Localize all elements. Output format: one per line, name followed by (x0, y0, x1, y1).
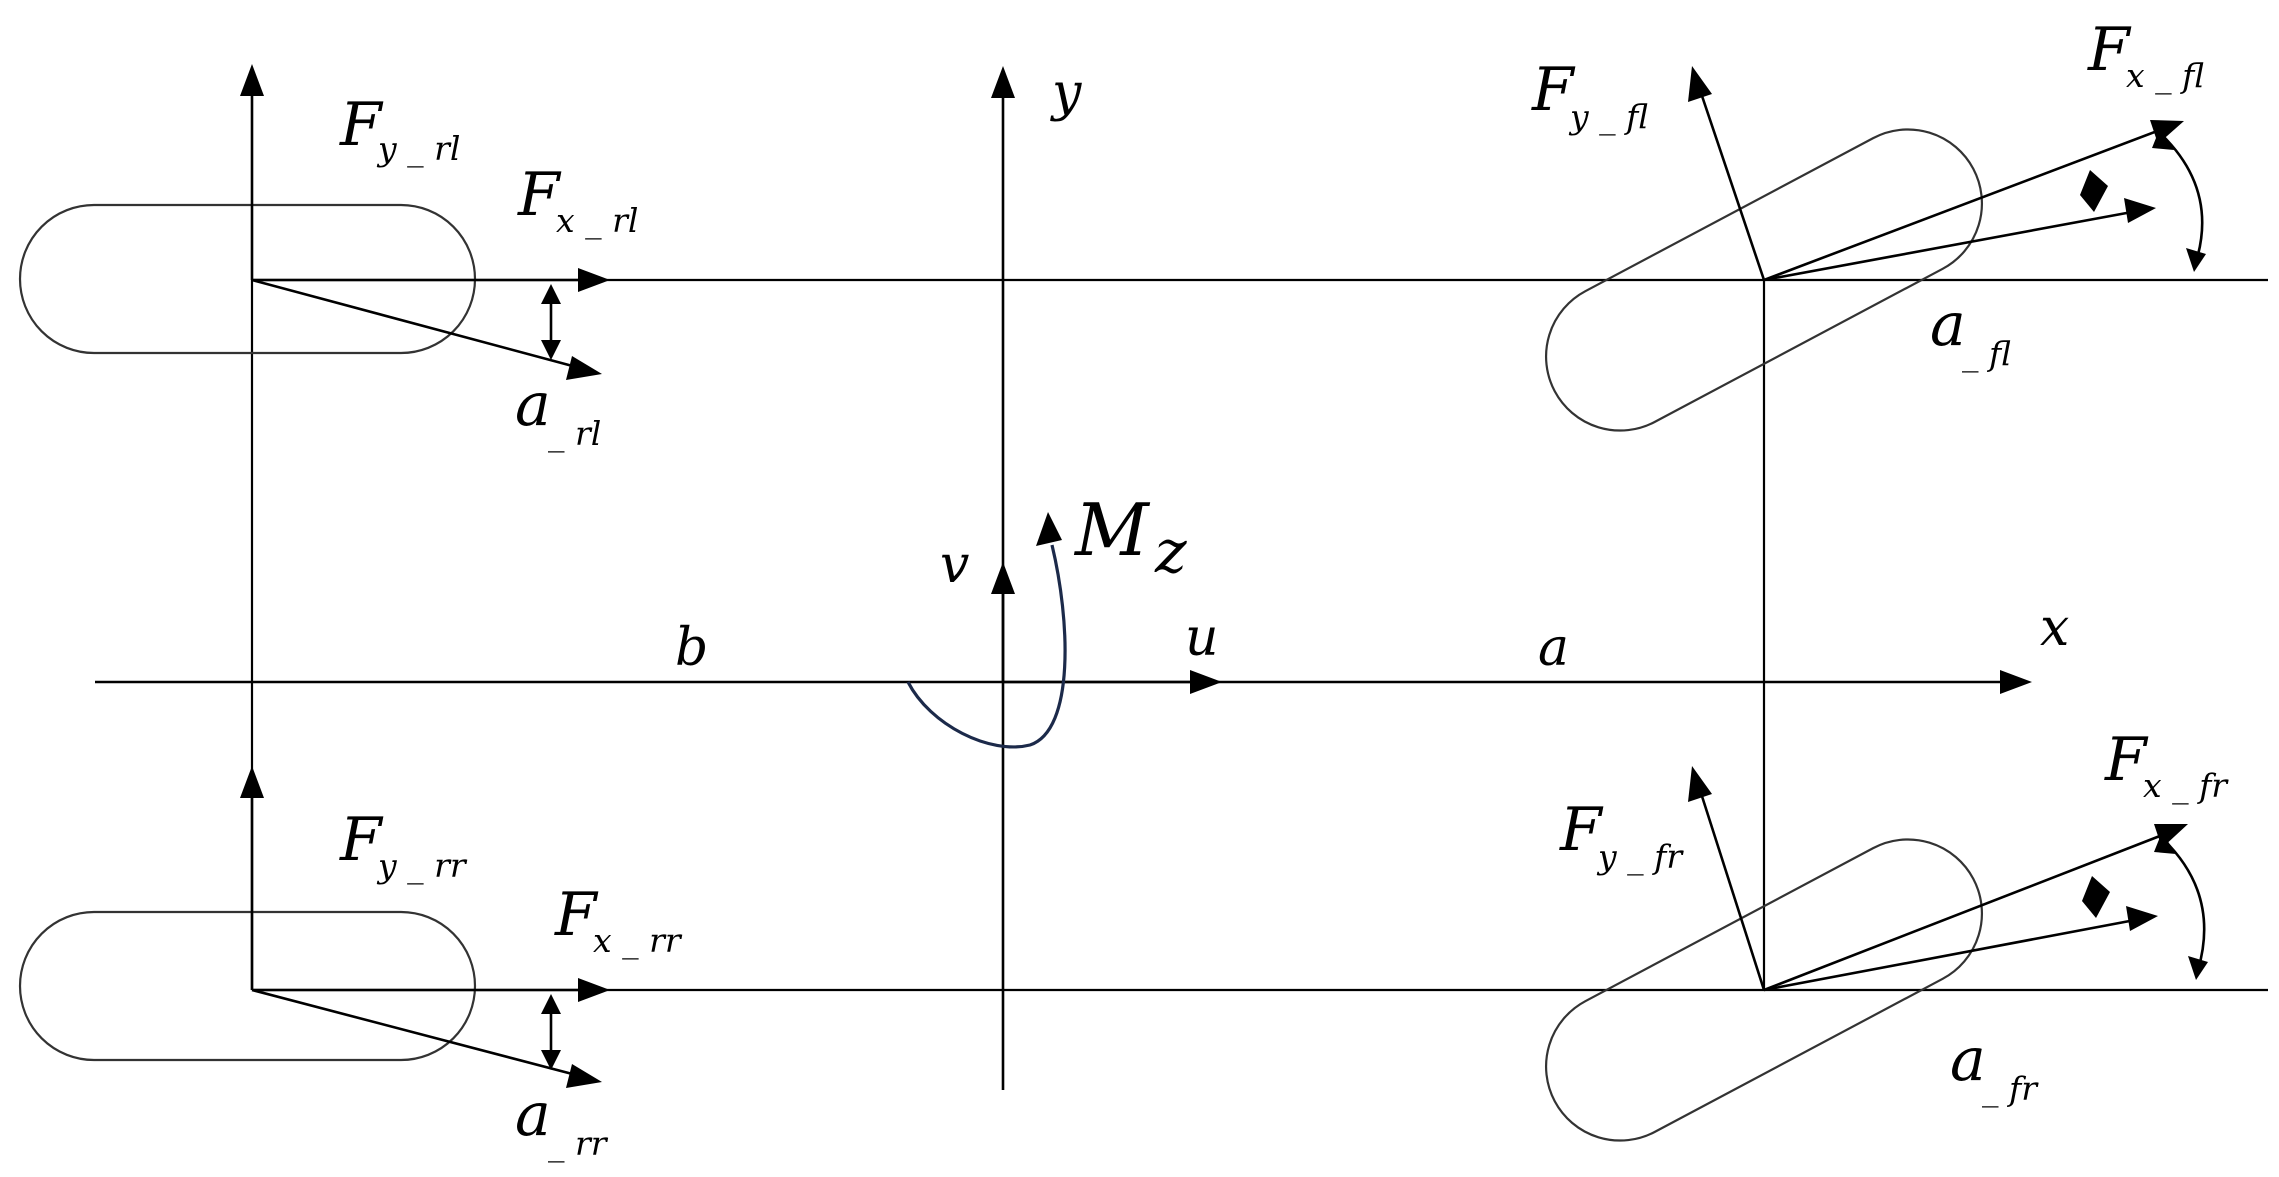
front-distance-label: a (1538, 618, 1569, 678)
front-left-wheel (1544, 66, 2206, 432)
fl-longitudinal-force-label: F x _ fl (2087, 15, 2204, 96)
yaw-moment-label: M z (1073, 488, 1187, 587)
rl-longitudinal-force-arrowhead (578, 268, 610, 292)
fr-lateral-force-arrowhead (1688, 766, 1712, 802)
fl-lateral-force-arrowhead (1688, 66, 1712, 102)
svg-text:_ rr: _ rr (548, 1124, 609, 1164)
rr-longitudinal-force-arrowhead (578, 978, 610, 1002)
svg-text:_ fr: _ fr (1982, 1069, 2039, 1109)
svg-text:y _ fr: y _ fr (1596, 837, 1684, 877)
svg-text:y _ fl: y _ fl (1568, 97, 1648, 137)
svg-text:F: F (339, 805, 384, 875)
svg-text:F: F (554, 880, 599, 950)
rear-right-wheel (18, 766, 610, 1088)
fl-slip-angle-label: a _ fl (1930, 290, 2011, 374)
svg-text:y _ rl: y _ rl (376, 129, 460, 169)
rl-slip-angle-label: a _ rl (515, 370, 601, 454)
fr-longitudinal-force-label: F x _ fr (2104, 725, 2229, 806)
fl-slip-direction-arrowhead (2124, 198, 2156, 223)
rr-lateral-force-arrowhead (240, 766, 264, 798)
svg-text:y _ rr: y _ rr (376, 846, 468, 886)
rr-lateral-force-label: F y _ rr (339, 805, 468, 886)
front-right-wheel (1544, 766, 2208, 1142)
rl-lateral-force-arrowhead (240, 64, 264, 96)
u-velocity-label: u (1185, 608, 1219, 668)
rear-right-tire (18, 910, 477, 1062)
rl-lateral-force-label: F y _ rl (339, 90, 460, 169)
rr-slip-angle-label: a _ rr (515, 1080, 609, 1164)
moment-symbol: M (1073, 488, 1151, 572)
svg-text:F: F (1559, 795, 1604, 865)
v-velocity-label: v (940, 535, 969, 595)
svg-text:x _ rl: x _ rl (556, 201, 638, 241)
rr-longitudinal-force-label: F x _ rr (554, 880, 683, 961)
fr-lateral-force-label: F y _ fr (1559, 795, 1684, 877)
svg-text:a: a (1930, 290, 1966, 360)
moment-subscript: z (1154, 517, 1187, 587)
y-axis-label: y (1050, 63, 1082, 123)
svg-text:_ fl: _ fl (1962, 334, 2011, 374)
x-axis-label: x (2040, 598, 2069, 658)
rear-distance-label: b (675, 618, 708, 678)
svg-text:F: F (1531, 55, 1576, 125)
fr-slip-direction-arrowhead (2126, 906, 2158, 931)
rear-left-wheel (18, 64, 610, 380)
fr-slip-angle-label: a _ fr (1950, 1025, 2039, 1109)
yaw-moment-arrow (906, 512, 1067, 749)
svg-text:F: F (517, 160, 562, 230)
svg-text:a: a (1950, 1025, 1986, 1095)
svg-text:x _ rr: x _ rr (593, 921, 683, 961)
svg-text:_ rl: _ rl (548, 414, 601, 454)
svg-text:F: F (2104, 725, 2149, 795)
front-right-tire (1544, 838, 1984, 1142)
svg-text:x _ fl: x _ fl (2126, 56, 2204, 96)
svg-text:x _ fr: x _ fr (2143, 766, 2229, 806)
u-velocity-arrow (1003, 670, 1222, 694)
rl-longitudinal-force-label: F x _ rl (517, 160, 638, 241)
rr-slip-direction-arrowhead (566, 1064, 602, 1088)
v-velocity-arrow (991, 562, 1015, 682)
svg-text:a: a (515, 370, 551, 440)
svg-text:F: F (2087, 15, 2132, 85)
fl-lateral-force-label: F y _ fl (1531, 55, 1648, 137)
svg-text:a: a (515, 1080, 551, 1150)
rl-slip-direction-arrowhead (566, 356, 602, 380)
front-left-tire (1544, 128, 1984, 432)
svg-text:F: F (339, 90, 384, 160)
